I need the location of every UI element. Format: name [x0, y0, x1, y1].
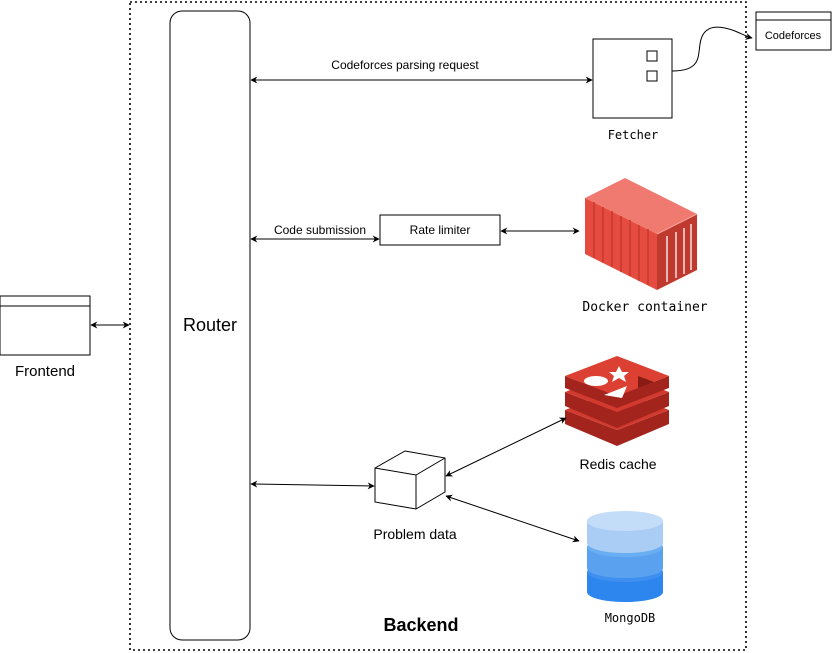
- backend-boundary: [129, 1, 747, 651]
- edge-problem-data-mongodb: [445, 494, 580, 543]
- edge-router-problem-data: [250, 480, 375, 490]
- edge-fetcher-codeforces: [671, 26, 753, 72]
- database-cylinder-icon[interactable]: [587, 511, 663, 602]
- rate-limiter-label: Rate limiter: [410, 223, 471, 237]
- redis-cache-label: Redis cache: [579, 456, 656, 472]
- edge-label-parsing-request: Codeforces parsing request: [331, 58, 479, 72]
- codeforces-window[interactable]: [755, 11, 832, 51]
- backend-label: Backend: [383, 615, 458, 635]
- fetcher-label: Fetcher: [608, 128, 659, 142]
- shipping-container-icon[interactable]: [585, 178, 698, 290]
- rate-limiter-box[interactable]: [379, 214, 501, 246]
- frontend-window[interactable]: [0, 295, 91, 356]
- redis-stack-icon[interactable]: [565, 356, 669, 446]
- codeforces-label: Codeforces: [765, 30, 822, 42]
- docker-container-label: Docker container: [582, 300, 707, 315]
- edge-problem-data-redis: [445, 417, 567, 477]
- problem-data-label: Problem data: [373, 526, 456, 542]
- edge-label-code-submission: Code submission: [274, 223, 366, 237]
- mongodb-label: MongoDB: [605, 611, 656, 625]
- cube-icon[interactable]: [374, 450, 446, 510]
- frontend-label: Frontend: [15, 363, 75, 380]
- router-box[interactable]: [169, 10, 251, 641]
- router-label: Router: [183, 315, 237, 335]
- fetcher-server-icon[interactable]: [592, 38, 673, 119]
